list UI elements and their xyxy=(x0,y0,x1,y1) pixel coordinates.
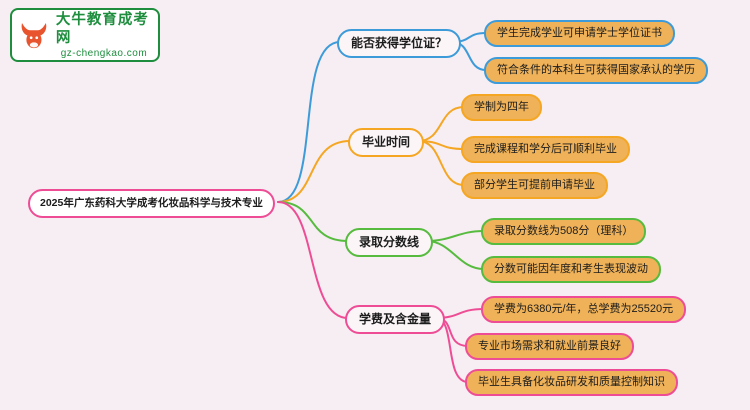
logo-subtitle: gz-chengkao.com xyxy=(60,47,148,59)
logo-title: 大牛教育成考网 xyxy=(55,11,149,46)
leaf-label: 学费为6380元/年，总学费为25520元 xyxy=(494,303,674,315)
leaf-label: 部分学生可提前申请毕业 xyxy=(474,179,595,191)
leaf-node: 学生完成学业可申请学士学位证书 xyxy=(484,20,675,47)
leaf-node: 部分学生可提前申请毕业 xyxy=(461,172,608,199)
leaf-label: 录取分数线为508分（理科） xyxy=(494,225,634,237)
leaf-label: 分数可能因年度和考生表现波动 xyxy=(494,263,648,275)
leaf-node: 毕业生具备化妆品研发和质量控制知识 xyxy=(465,369,678,396)
connector-root-score xyxy=(277,201,349,242)
branch-node-graduation-time: 毕业时间 xyxy=(348,128,425,157)
connector-score-leaf2 xyxy=(425,240,485,270)
leaf-node: 学费为6380元/年，总学费为25520元 xyxy=(481,296,687,323)
connector-graduation-leaf3 xyxy=(417,140,465,186)
leaf-node: 学制为四年 xyxy=(461,94,542,121)
leaf-node: 专业市场需求和就业前景良好 xyxy=(465,333,634,360)
leaf-node: 符合条件的本科生可获得国家承认的学历 xyxy=(484,57,708,84)
root-node-label: 2025年广东药科大学成考化妆品科学与技术专业 xyxy=(40,197,263,209)
site-logo: 大牛教育成考网 gz-chengkao.com xyxy=(10,8,160,62)
leaf-label: 完成课程和学分后可顺利毕业 xyxy=(474,143,617,155)
branch-label: 能否获得学位证？ xyxy=(351,36,448,50)
branch-node-tuition-value: 学费及含金量 xyxy=(345,305,446,334)
branch-node-admission-score: 录取分数线 xyxy=(345,228,434,257)
branch-node-degree: 能否获得学位证？ xyxy=(337,29,462,58)
connector-root-tuition xyxy=(277,201,349,319)
branch-label: 学费及含金量 xyxy=(359,312,432,326)
connector-graduation-leaf1 xyxy=(417,106,465,142)
leaf-label: 学制为四年 xyxy=(474,101,529,113)
leaf-label: 专业市场需求和就业前景良好 xyxy=(478,340,621,352)
leaf-label: 符合条件的本科生可获得国家承认的学历 xyxy=(497,64,695,76)
leaf-node: 录取分数线为508分（理科） xyxy=(481,218,647,245)
connector-root-graduation xyxy=(277,140,351,203)
branch-label: 录取分数线 xyxy=(359,235,420,249)
leaf-label: 学生完成学业可申请学士学位证书 xyxy=(497,27,662,39)
logo-text: 大牛教育成考网 gz-chengkao.com xyxy=(56,11,152,60)
connector-score-leaf1 xyxy=(425,230,485,242)
branch-label: 毕业时间 xyxy=(362,135,411,149)
root-node: 2025年广东药科大学成考化妆品科学与技术专业 xyxy=(28,189,275,218)
bull-icon xyxy=(21,23,47,49)
leaf-node: 完成课程和学分后可顺利毕业 xyxy=(461,136,630,163)
leaf-node: 分数可能因年度和考生表现波动 xyxy=(481,256,661,283)
leaf-label: 毕业生具备化妆品研发和质量控制知识 xyxy=(478,376,665,388)
connector-root-degree xyxy=(277,41,341,203)
